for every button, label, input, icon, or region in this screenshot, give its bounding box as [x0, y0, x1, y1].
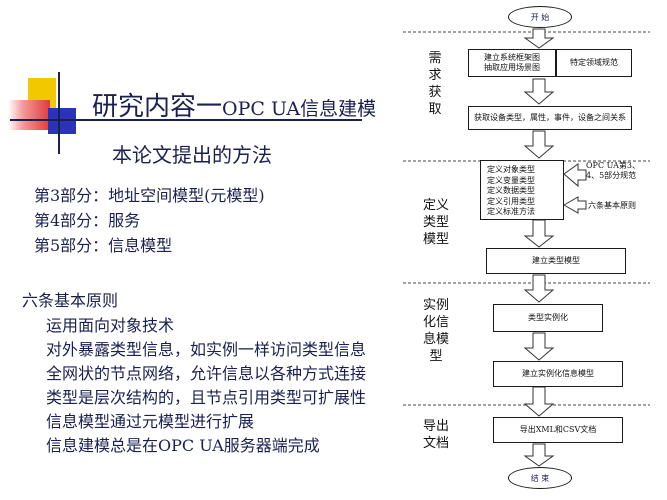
box-build-type-model: 建立类型模型 — [486, 248, 626, 274]
box-export-docs: 导出XML和CSV文档 — [493, 417, 623, 443]
phase-label-type-def: 定义 类型 模型 — [418, 197, 454, 248]
principle-item: 运用面向对象技术 — [46, 316, 175, 335]
note-line: OPC UA第3、 — [586, 161, 640, 170]
flow-arrow — [523, 28, 555, 49]
phase-char: 求 — [428, 68, 442, 83]
note-pointer — [562, 196, 587, 214]
flow-arrow — [523, 130, 555, 159]
principle-item: 全网状的节点网络，允许信息以各种方式连接 — [46, 364, 367, 383]
phase-line: 型 — [429, 349, 443, 364]
note-principles: 六条基本原则 — [588, 201, 636, 210]
logo-vertical-line — [58, 72, 60, 154]
logo-square-blue — [48, 108, 76, 134]
box-domain-spec: 特定领域规范 — [556, 49, 632, 77]
phase-line: 导出 — [422, 419, 449, 434]
note-pointer — [563, 163, 587, 188]
phase-line: 类型 — [422, 215, 449, 230]
principle-item: 对外暴露类型信息，如实例一样访问类型信息 — [46, 340, 367, 359]
box-line: 建立系统框架图 — [484, 53, 540, 62]
phase-label-requirements: 需 求 获 取 — [425, 50, 445, 118]
box-framework: 建立系统框架图抽取应用场景图 — [468, 49, 556, 77]
box-line: 抽取应用场景图 — [484, 63, 540, 72]
principles-title: 六条基本原则 — [22, 291, 119, 310]
box-build-instance-model: 建立实例化信息模型 — [493, 361, 623, 387]
title-underline — [10, 119, 362, 121]
flow-arrow — [523, 386, 555, 417]
box-type-instantiate: 类型实例化 — [493, 304, 603, 332]
flow-arrow — [523, 274, 555, 303]
title-main: 研究内容一 — [92, 92, 223, 122]
flow-arrow — [523, 78, 555, 105]
define-item: 定义数据类型 — [487, 186, 535, 195]
phase-char: 需 — [428, 51, 442, 66]
phase-line: 息模 — [422, 332, 449, 347]
principle-item: 信息模型通过元模型进行扩展 — [46, 412, 255, 431]
phase-char: 获 — [428, 85, 442, 100]
define-item: 定义变量类型 — [487, 175, 535, 185]
slide-title: 研究内容一OPC UA信息建模 — [92, 86, 376, 123]
box-acquire: 获取设备类型，属性，事件，设备之间关系 — [468, 106, 632, 130]
phase-label-instantiate: 实例 化信 息模 型 — [418, 297, 454, 365]
flow-arrow — [523, 443, 555, 467]
principle-item: 类型是层次结构的，且节点引用类型可扩展性 — [46, 388, 367, 407]
define-item: 定义引用类型 — [487, 196, 535, 206]
phase-line: 实例 — [422, 298, 449, 313]
phase-char: 取 — [428, 102, 442, 117]
phase-line: 模型 — [422, 232, 449, 247]
box-define-list: 定义对象类型 定义变量类型 定义数据类型 定义引用类型 定义标准方法 — [480, 160, 564, 220]
slide-subtitle: 本论文提出的方法 — [112, 143, 272, 167]
principle-item: 信息建模总是在OPC UA服务器端完成 — [46, 436, 320, 455]
flow-end: 结 束 — [508, 467, 572, 489]
flow-start: 开 始 — [508, 6, 572, 28]
title-suffix: OPC UA信息建模 — [222, 98, 377, 120]
flow-arrow — [523, 219, 555, 248]
note-line: 4、5部分规范 — [586, 170, 637, 180]
define-item: 定义标准方法 — [487, 207, 535, 216]
phase-line: 文档 — [422, 436, 449, 451]
flow-arrow — [523, 332, 555, 361]
define-item: 定义对象类型 — [487, 165, 535, 174]
part-item: 第4部分：服务 — [34, 211, 141, 230]
logo-square-red — [8, 100, 50, 130]
part-item: 第3部分：地址空间模型(元模型) — [34, 186, 265, 205]
phase-label-export: 导出 文档 — [418, 418, 454, 452]
phase-line: 化信 — [422, 315, 449, 330]
phase-line: 定义 — [422, 198, 449, 213]
note-opc-parts: OPC UA第3、 4、5部分规范 — [586, 161, 646, 180]
part-item: 第5部分：信息模型 — [34, 236, 173, 255]
